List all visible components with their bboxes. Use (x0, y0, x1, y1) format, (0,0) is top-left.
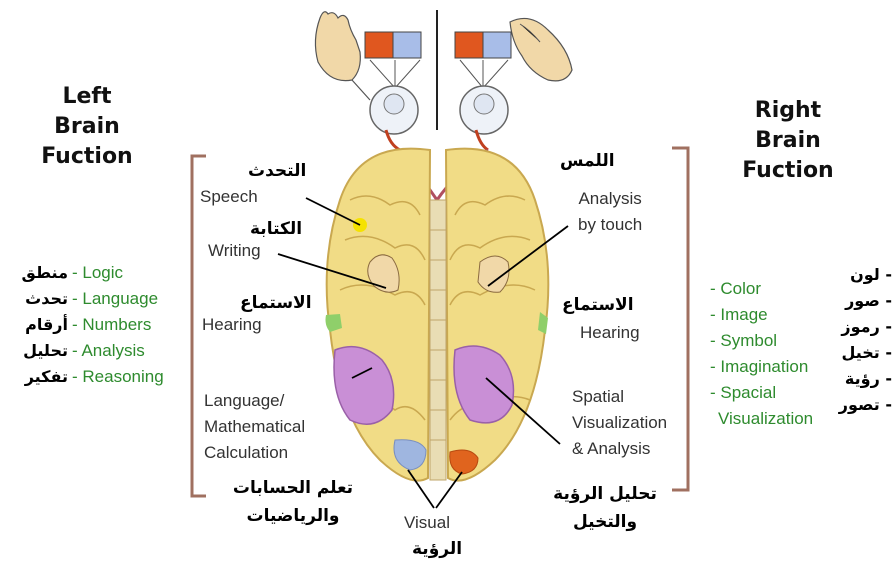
list-item: - Imagination (710, 354, 813, 380)
spatial-label-ar-line1: تحليل الرؤية (540, 480, 670, 508)
spatial-label-ar: تحليل الرؤية والتخيل (540, 480, 670, 536)
touch-label-en-line2: by touch (578, 212, 642, 238)
writing-label-en: Writing (208, 240, 261, 262)
right-hand-illustration (510, 18, 572, 80)
left-functions-ar-list: منطق تحدث أرقام تحليل تفكير (22, 260, 68, 390)
hearing-right-label-ar: الاستماع (562, 294, 634, 316)
hearing-left-label-ar: الاستماع (240, 292, 312, 314)
visual-label-ar: الرؤية (412, 538, 462, 560)
math-label-ar: تعلم الحسابات والرياضيات (228, 474, 358, 530)
list-item: تحدث (22, 286, 68, 312)
list-item: - Symbol (710, 328, 813, 354)
speech-label-en: Speech (200, 186, 258, 208)
right-functions-ar-list: - لون - صور - رموز - تخيل - رؤية - تصور (826, 262, 892, 418)
right-heading-line1: Right (708, 96, 868, 126)
touch-label-en: Analysis by touch (578, 186, 642, 238)
left-hemisphere (326, 149, 431, 481)
list-item: - لون (826, 262, 892, 288)
list-item: - Color (710, 276, 813, 302)
left-heading-line1: Left (8, 82, 166, 112)
right-hemisphere (446, 149, 548, 481)
math-label-en: Language/ Mathematical Calculation (204, 388, 305, 466)
right-heading: Right Brain Fuction (708, 96, 868, 186)
right-heading-line2: Brain Fuction (708, 126, 868, 186)
right-bracket (672, 148, 688, 490)
list-item: - Reasoning (72, 364, 164, 390)
right-functions-en-list: - Color - Image - Symbol - Imagination -… (710, 276, 813, 432)
list-item: - Numbers (72, 312, 164, 338)
spatial-label-en-line2: Visualization (572, 410, 667, 436)
list-item: - رموز (826, 314, 892, 340)
list-item: تفكير (22, 364, 68, 390)
left-heading-line2: Brain Fuction (8, 112, 166, 172)
right-eye (460, 86, 508, 150)
touch-label-en-line1: Analysis (578, 186, 642, 212)
math-label-en-line3: Calculation (204, 440, 305, 466)
hearing-left-label-en: Hearing (202, 314, 262, 336)
list-item: - صور (826, 288, 892, 314)
list-item: منطق (22, 260, 68, 286)
math-label-en-line2: Mathematical (204, 414, 305, 440)
math-label-ar-line1: تعلم الحسابات (228, 474, 358, 502)
left-color-squares (365, 32, 421, 58)
spatial-label-en: Spatial Visualization & Analysis (572, 384, 667, 462)
list-item: - Language (72, 286, 164, 312)
left-eye (370, 86, 418, 150)
left-functions-en-list: - Logic - Language - Numbers - Analysis … (72, 260, 164, 390)
list-item: - Logic (72, 260, 164, 286)
touch-label-ar: اللمس (560, 150, 615, 172)
left-heading: Left Brain Fuction (8, 82, 166, 172)
spatial-label-en-line3: & Analysis (572, 436, 667, 462)
list-item: - Spacial (710, 380, 813, 406)
list-item: - Analysis (72, 338, 164, 364)
visual-label-en: Visual (404, 512, 450, 534)
list-item: - Image (710, 302, 813, 328)
speech-label-ar: التحدث (248, 160, 306, 182)
hearing-right-label-en: Hearing (580, 322, 640, 344)
spatial-label-ar-line2: والتخيل (540, 508, 670, 536)
right-view-cone (460, 60, 508, 88)
spatial-label-en-line1: Spatial (572, 384, 667, 410)
right-color-squares (455, 32, 511, 58)
list-item: Visualization (710, 406, 813, 432)
list-item: - تخيل (826, 340, 892, 366)
writing-label-ar: الكتابة (250, 218, 302, 240)
list-item: تحليل (22, 338, 68, 364)
center-fissure (430, 200, 446, 480)
list-item: - رؤية (826, 366, 892, 392)
left-hand-illustration (315, 12, 370, 100)
list-item: أرقام (22, 312, 68, 338)
math-label-ar-line2: والرياضيات (228, 502, 358, 530)
math-label-en-line1: Language/ (204, 388, 305, 414)
list-item: - تصور (826, 392, 892, 418)
